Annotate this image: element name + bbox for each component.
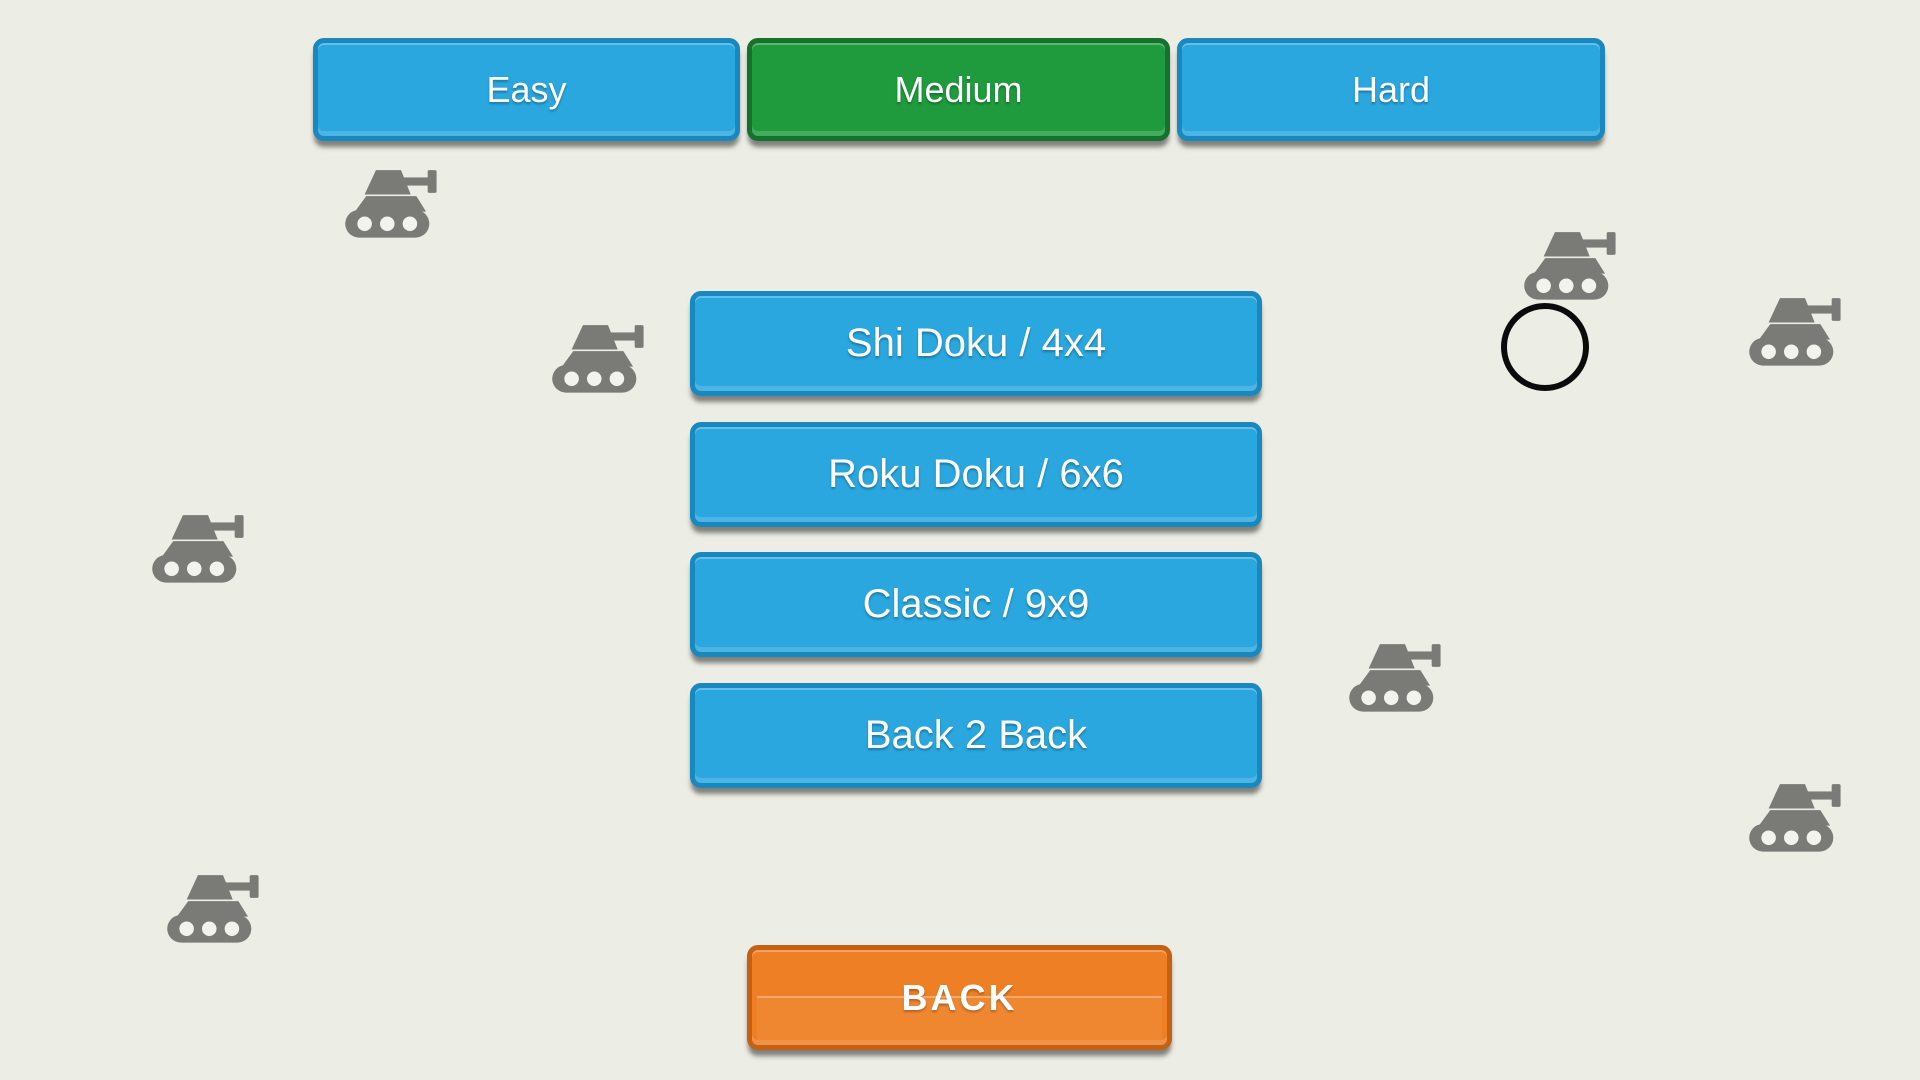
tank-icon (164, 867, 261, 945)
mode-button-classic[interactable]: Classic / 9x9 (690, 552, 1262, 657)
back-button[interactable]: BACK (747, 945, 1172, 1050)
tank-icon (342, 162, 439, 240)
mode-button-back-2-back[interactable]: Back 2 Back (690, 683, 1262, 788)
difficulty-tab-easy[interactable]: Easy (313, 38, 740, 141)
mode-button-shi-doku[interactable]: Shi Doku / 4x4 (690, 291, 1262, 396)
mode-button-roku-doku[interactable]: Roku Doku / 6x6 (690, 422, 1262, 527)
circle-outline-decoration (1501, 303, 1589, 391)
difficulty-tab-hard[interactable]: Hard (1177, 38, 1605, 141)
tank-icon (1521, 224, 1618, 302)
tank-icon (549, 317, 646, 395)
tank-icon (1746, 290, 1843, 368)
difficulty-tab-medium[interactable]: Medium (747, 38, 1170, 141)
tank-icon (1746, 776, 1843, 854)
tank-icon (149, 507, 246, 585)
tank-icon (1346, 636, 1443, 714)
